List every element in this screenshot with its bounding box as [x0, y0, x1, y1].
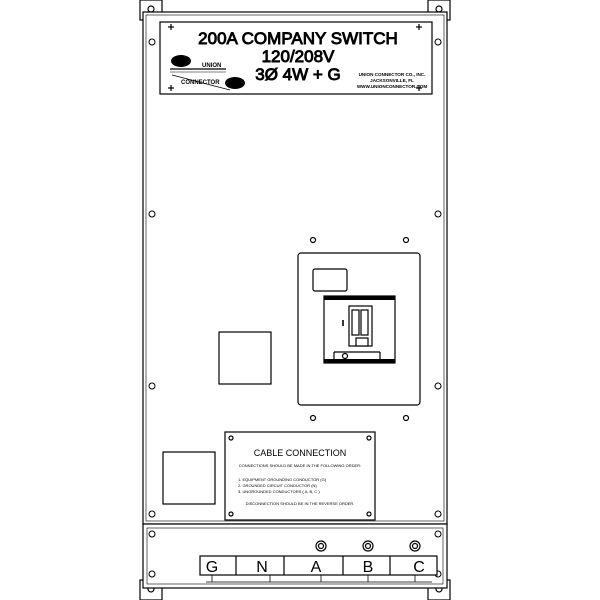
terminal-strip: G N A B C: [199, 555, 438, 583]
company-name: UNION CONNECTOR CO., INC.: [359, 72, 426, 77]
terminal-label-c: C: [413, 559, 425, 576]
union-connector-logo: UC UNION CONNECTOR UC: [170, 55, 245, 91]
cable-plate-intro: CONNECTIONS SHOULD BE MADE IN THE FOLLOW…: [239, 463, 361, 468]
cable-plate-step-1: 1. EQUIPMENT GROUNDING CONDUCTOR (G): [238, 477, 327, 482]
terminal-label-a: A: [311, 559, 322, 576]
nameplate: 200A COMPANY SWITCH 200A COMPANY SWITCH …: [159, 21, 433, 95]
cable-plate-step-3: 3. UNGROUNDED CONDUCTORS ( A, B, C ): [238, 489, 320, 494]
terminal-label-b: B: [363, 559, 374, 576]
svg-text:UC: UC: [175, 57, 187, 66]
svg-text:UC: UC: [229, 79, 241, 88]
cable-plate-title: CABLE CONNECTION: [254, 448, 347, 458]
terminal-label-g: G: [206, 559, 218, 576]
company-web: WWW.UNIONCONNECTOR.COM: [357, 84, 428, 89]
logo-connector-word: CONNECTOR: [181, 80, 220, 86]
breaker-panel: [297, 236, 421, 422]
blank-plate-lower: [162, 451, 216, 505]
blank-plate-middle: [218, 331, 272, 385]
panel-label-window: [312, 268, 348, 292]
nameplate-title: 200A COMPANY SWITCH: [198, 29, 398, 48]
nameplate-title-outline: 200A COMPANY SWITCH: [198, 29, 398, 48]
terminal-housing-inner: [146, 527, 444, 585]
terminal-knobs: [315, 540, 421, 552]
nameplate-voltage: 120/208V: [262, 47, 335, 66]
cable-plate-footer: DISCONNECTION SHOULD BE IN THE REVERSE O…: [246, 501, 355, 506]
terminal-label-n: N: [256, 559, 268, 576]
enclosure-screws: [148, 38, 442, 578]
enclosure-inner-edge: [145, 14, 445, 522]
cable-connection-plate: CABLE CONNECTION CONNECTIONS SHOULD BE M…: [224, 431, 376, 521]
breaker-handle[interactable]: [360, 309, 369, 336]
cable-plate-step-2: 2. GROUNDED CIRCUIT CONDUCTOR (N): [238, 483, 317, 488]
company-city: JACKSONVILLE, FL: [370, 78, 414, 83]
nameplate-phase: 3Ø 4W + G: [255, 65, 341, 84]
logo-union-word: UNION: [202, 63, 221, 69]
